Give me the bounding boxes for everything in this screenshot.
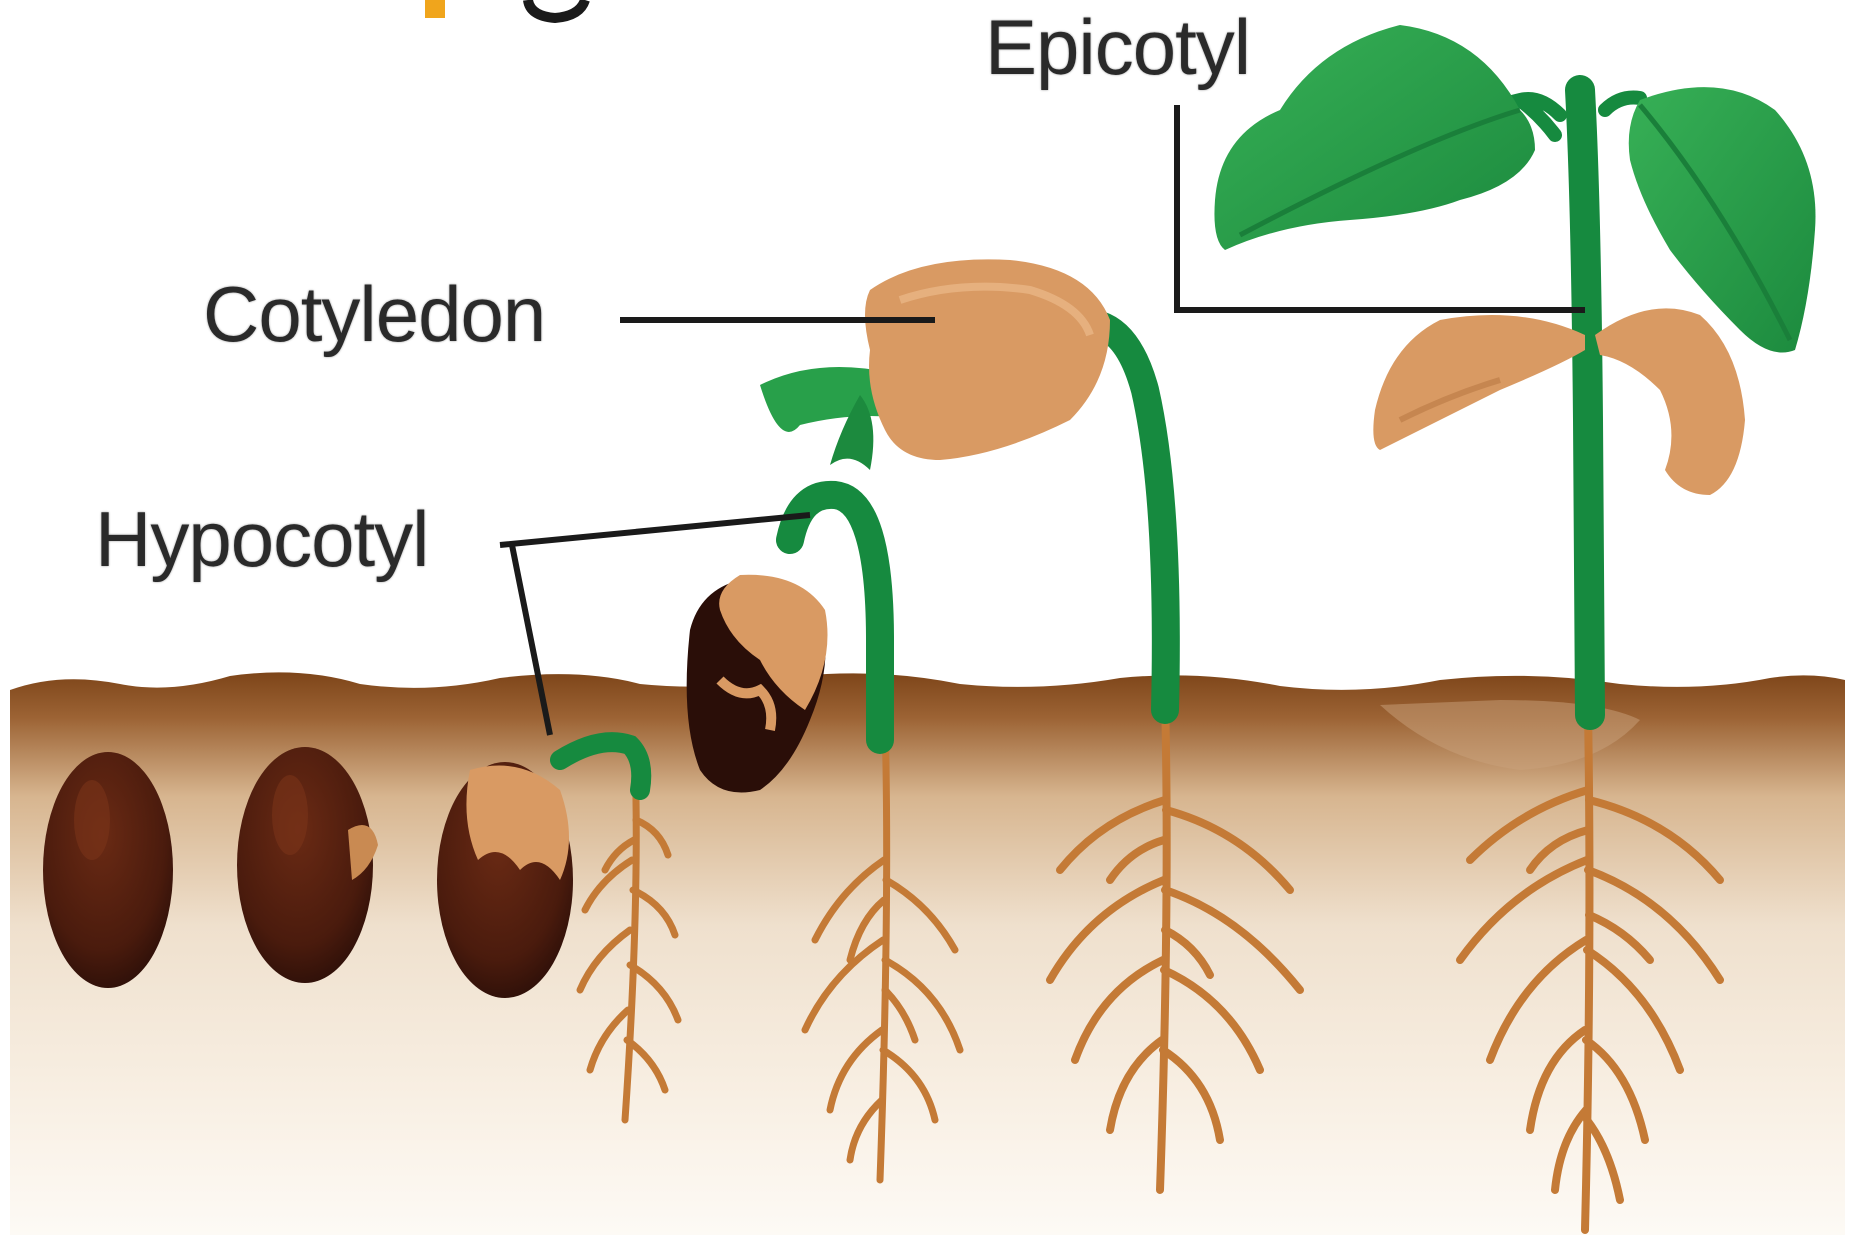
cropped-top-glyphs [425, 0, 585, 18]
label-epicotyl: Epicotyl [985, 8, 1250, 86]
label-cotyledon: Cotyledon [203, 275, 545, 353]
seed-stage-1 [43, 752, 173, 988]
label-hypocotyl: Hypocotyl [95, 500, 428, 578]
